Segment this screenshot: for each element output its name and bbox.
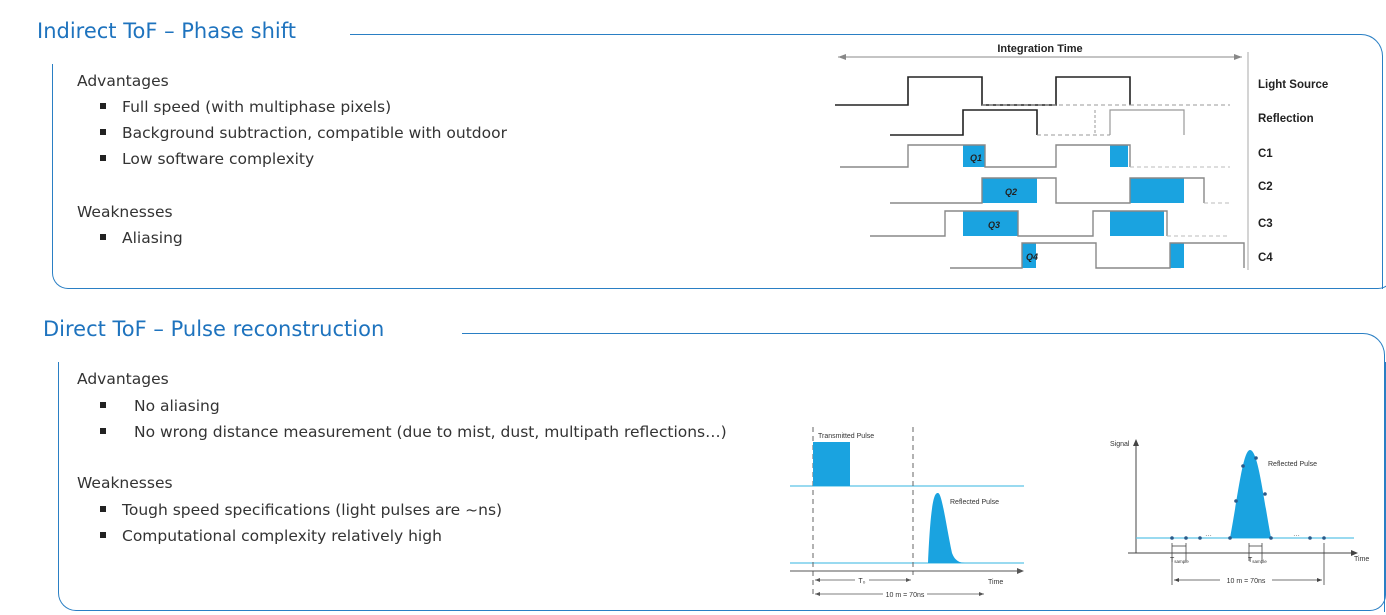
time-axis-label: Time <box>1354 556 1369 563</box>
section-title-indirect: Indirect ToF – Phase shift <box>37 19 296 43</box>
bullet-square-icon <box>100 402 106 408</box>
tsample-left-label: Tsample <box>1170 557 1189 564</box>
row-label-light-source: Light Source <box>1258 79 1328 91</box>
advantages-heading: Advantages <box>77 370 169 388</box>
range-label: 10 m = 70ns <box>886 592 925 599</box>
advantages-list: Full speed (with multiphase pixels) Back… <box>100 94 620 172</box>
transmitted-pulse <box>813 442 850 486</box>
reflection-waveform <box>890 109 1185 136</box>
advantages-list: No aliasing No wrong distance measuremen… <box>100 393 800 445</box>
frame-right-edge <box>1340 333 1385 612</box>
bullet-square-icon <box>100 234 106 240</box>
bullet-square-icon <box>100 428 106 434</box>
reflected-pulse <box>928 493 966 563</box>
list-item: Tough speed specifications (light pulses… <box>100 497 600 523</box>
row-label-c4: C4 <box>1258 252 1273 264</box>
weaknesses-list: Aliasing <box>100 225 400 251</box>
delay-label: T₀ <box>858 578 865 585</box>
reflected-pulse <box>1230 450 1271 538</box>
integration-time-arrow <box>838 52 1249 270</box>
tsample-center-label: Tsample <box>1248 557 1267 564</box>
bullet-square-icon <box>100 506 106 512</box>
frame-body <box>52 64 1386 289</box>
light-source-waveform <box>835 76 1230 106</box>
frame-topline <box>350 34 1360 35</box>
bullet-square-icon <box>100 155 106 161</box>
sample-points <box>1170 456 1326 540</box>
row-label-reflection: Reflection <box>1258 113 1314 125</box>
weaknesses-heading: Weaknesses <box>77 474 173 492</box>
c1-waveform: Q1 <box>840 144 1230 168</box>
range-label: 10 m = 70ns <box>1227 578 1266 585</box>
list-item: Full speed (with multiphase pixels) <box>100 94 620 120</box>
transmitted-pulse-label: Transmitted Pulse <box>818 433 874 440</box>
phase-shift-timing-diagram: Integration Time Q1 <box>835 43 1328 270</box>
bullet-square-icon <box>100 129 106 135</box>
section-title-direct: Direct ToF – Pulse reconstruction <box>43 317 385 341</box>
list-item: Low software complexity <box>100 146 620 172</box>
c2-waveform: Q2 <box>890 177 1230 204</box>
weaknesses-heading: Weaknesses <box>77 203 173 221</box>
reflected-pulse-label: Reflected Pulse <box>950 499 999 506</box>
time-axis-label: Time <box>988 579 1003 586</box>
row-label-c1: C1 <box>1258 148 1273 160</box>
row-label-c2: C2 <box>1258 181 1273 193</box>
list-item: Background subtraction, compatible with … <box>100 120 620 146</box>
bullet-square-icon <box>100 103 106 109</box>
sampled-signal-diagram: Signal Time Reflected Pulse … … Tsample … <box>1110 439 1369 585</box>
integration-time-label: Integration Time <box>997 43 1082 55</box>
weaknesses-list: Tough speed specifications (light pulses… <box>100 497 600 549</box>
q4-label: Q4 <box>1026 252 1038 262</box>
q1-label: Q1 <box>970 153 982 163</box>
ellipsis-right: … <box>1293 531 1300 538</box>
frame-topline <box>462 333 1358 334</box>
c4-waveform: Q4 <box>950 242 1245 269</box>
list-item: Computational complexity relatively high <box>100 523 600 549</box>
c3-waveform: Q3 <box>870 210 1230 237</box>
q3-label: Q3 <box>988 220 1000 230</box>
row-label-c3: C3 <box>1258 218 1273 230</box>
pulse-time-diagram: Transmitted Pulse Reflected Pulse Time T… <box>790 427 1024 599</box>
list-item: No aliasing <box>100 393 800 419</box>
list-item: Aliasing <box>100 225 400 251</box>
signal-axis-label: Signal <box>1110 441 1130 448</box>
bullet-square-icon <box>100 532 106 538</box>
q2-label: Q2 <box>1005 187 1017 197</box>
reflected-pulse-label: Reflected Pulse <box>1268 461 1317 468</box>
advantages-heading: Advantages <box>77 72 169 90</box>
frame-right-edge <box>1340 34 1383 289</box>
ellipsis-left: … <box>1205 531 1212 538</box>
list-item: No wrong distance measurement (due to mi… <box>100 419 800 445</box>
